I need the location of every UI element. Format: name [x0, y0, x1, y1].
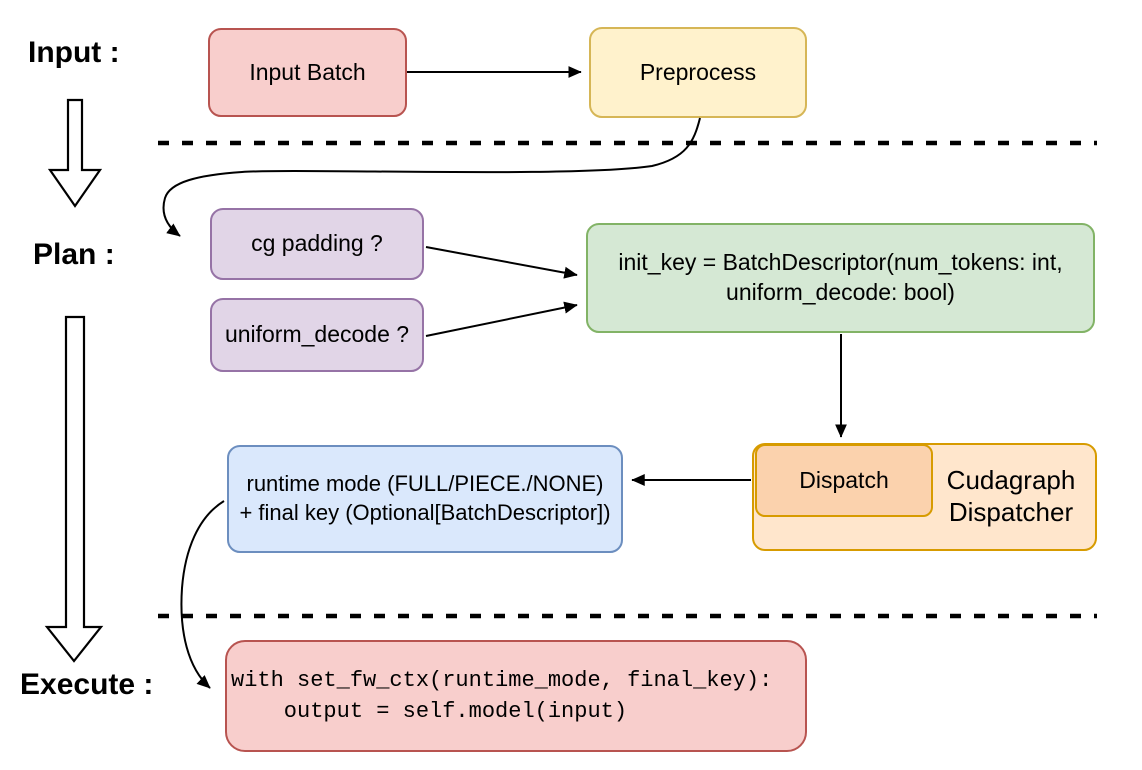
- node-uniform-decode: uniform_decode ?: [210, 298, 424, 372]
- node-runtime-result-line2: + final key (Optional[BatchDescriptor]): [239, 500, 611, 525]
- node-runtime-result-line1: runtime mode (FULL/PIECE./NONE): [246, 471, 604, 497]
- node-cg-padding: cg padding ?: [210, 208, 424, 280]
- node-cg-padding-label: cg padding ?: [251, 230, 383, 257]
- node-execute-code-line1: with set_fw_ctx(runtime_mode, final_key)…: [231, 667, 773, 693]
- node-uniform-decode-label: uniform_decode ?: [224, 321, 410, 348]
- node-cudagraph-dispatcher-label: Cudagraph Dispatcher: [946, 465, 1076, 527]
- node-input-batch: Input Batch: [208, 28, 407, 117]
- node-dispatch-label: Dispatch: [799, 466, 889, 493]
- hollow-arrow-plan-to-execute-icon: [44, 315, 104, 663]
- node-dispatch: Dispatch: [755, 444, 933, 517]
- arrow-runtime-result-to-execute-code: [180, 500, 225, 689]
- node-input-batch-label: Input Batch: [249, 58, 366, 85]
- arrow-uniform-decode-to-init-key: [425, 301, 578, 337]
- section-label-input: Input :: [28, 36, 120, 69]
- section-label-execute: Execute :: [20, 668, 154, 701]
- section-label-plan: Plan :: [33, 238, 115, 271]
- hollow-arrow-input-to-plan-icon: [47, 98, 103, 208]
- node-init-key: init_key = BatchDescriptor(num_tokens: i…: [586, 223, 1095, 333]
- arrow-cg-padding-to-init-key: [425, 246, 578, 279]
- node-init-key-line1: init_key = BatchDescriptor(num_tokens: i…: [618, 249, 1063, 276]
- node-preprocess-label: Preprocess: [639, 58, 757, 85]
- node-init-key-line2: uniform_decode: bool): [726, 279, 955, 305]
- node-preprocess: Preprocess: [589, 27, 807, 118]
- node-execute-code-line2: output = self.model(input): [231, 699, 628, 724]
- node-runtime-result: runtime mode (FULL/PIECE./NONE) + final …: [227, 445, 623, 553]
- node-execute-code: with set_fw_ctx(runtime_mode, final_key)…: [225, 640, 807, 752]
